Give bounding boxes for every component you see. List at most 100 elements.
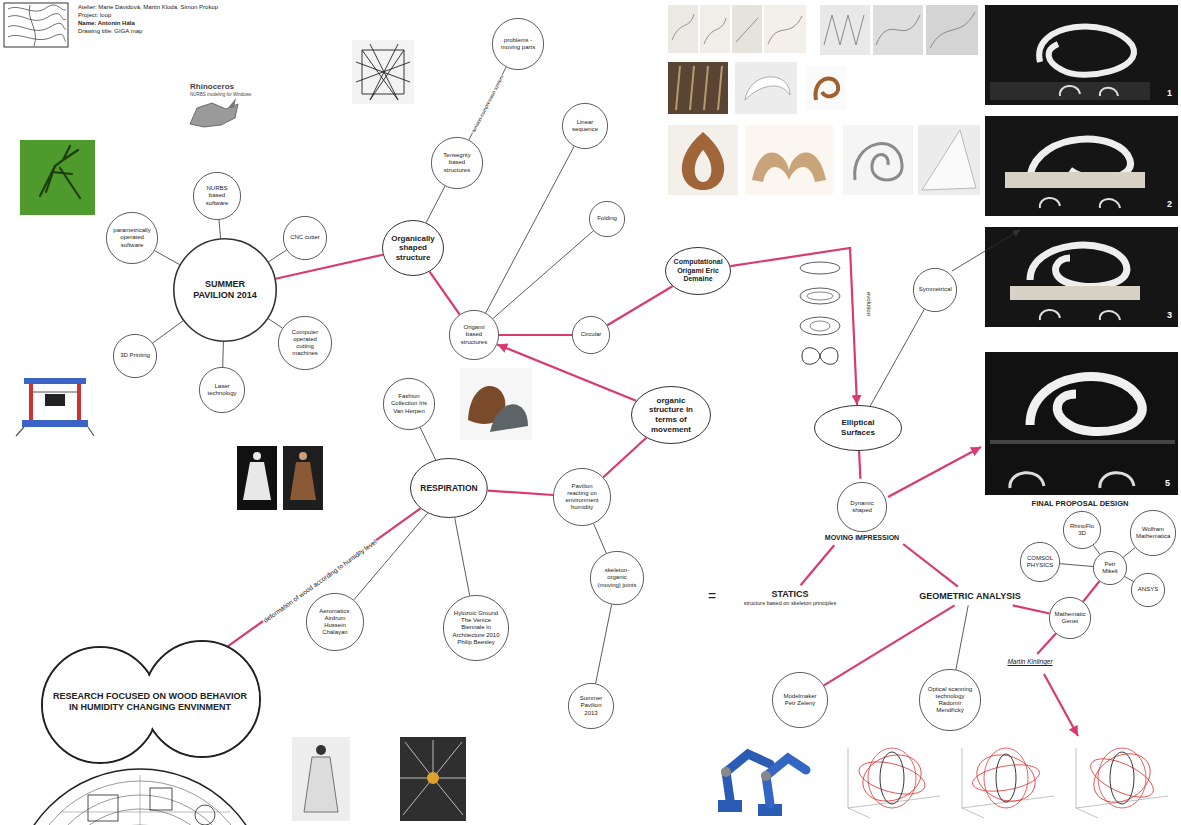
ellipse-sketch	[807, 292, 833, 300]
model-base	[1005, 172, 1145, 188]
model-head	[299, 452, 307, 460]
bubble-ellipse	[1131, 573, 1164, 606]
wood-section	[12, 769, 268, 825]
bubble-ellipse	[383, 378, 434, 429]
ellipse-sketch	[800, 317, 840, 335]
node-text: Tensegrity based structures	[438, 152, 476, 174]
node-text: RhinoFlo 3D	[1068, 523, 1096, 537]
connector	[354, 513, 428, 600]
connector	[801, 545, 835, 585]
bubble-node: Modelmaker Petr Zelený	[772, 672, 828, 728]
callout-number: 2	[1167, 199, 1172, 209]
connector	[607, 286, 672, 325]
bubble-ellipse	[1020, 542, 1059, 581]
logo-contours	[8, 5, 66, 46]
node-text: Petr Mikeš	[1097, 561, 1122, 575]
bubble-ellipse	[113, 334, 156, 377]
bubble-ellipse	[589, 201, 624, 236]
bubble-ellipse	[492, 18, 543, 69]
connector	[870, 309, 924, 406]
connector	[903, 544, 958, 587]
wireframe-curve	[1098, 748, 1146, 808]
robot-joint	[721, 767, 731, 777]
connector	[859, 451, 860, 479]
model-dress	[290, 462, 316, 500]
node-text: Laser technology	[205, 383, 239, 397]
ellipse-sketch	[800, 288, 840, 304]
bubble-node: Computer operated cutting machines	[278, 316, 332, 370]
wireframe-curve	[996, 754, 1016, 802]
connector	[730, 248, 857, 405]
callout-number: 1	[1167, 88, 1172, 98]
bubble-ellipse	[283, 216, 326, 259]
node-text: CNC cutter	[289, 234, 322, 241]
robot-joint	[761, 771, 771, 781]
wooden-slats	[676, 66, 722, 110]
header-text: Drawing title: GIGA map	[78, 28, 142, 35]
node-text: COMSOL PHYSICS	[1025, 555, 1055, 569]
annotation: evolution	[865, 292, 872, 316]
node-text: SUMMER PAVILION 2014	[187, 279, 264, 301]
bubble-ellipse	[572, 316, 609, 353]
callout-number: 5	[1165, 478, 1170, 488]
logo-subtext: NURBS modeling for Windows	[190, 92, 251, 97]
reference-photo	[918, 125, 980, 195]
bubble-ellipse	[1049, 597, 1090, 638]
node-text: Modelmaker Petr Zelený	[779, 693, 820, 707]
wireframe-curve	[970, 747, 1041, 809]
connector	[268, 319, 282, 328]
bubble-ellipse	[919, 669, 980, 730]
sample-cut	[150, 788, 172, 810]
node-text: Computational Origami Eric Demaine	[674, 258, 723, 283]
wireframe-curve	[856, 747, 927, 809]
folded-sheet	[922, 130, 976, 190]
connector	[594, 524, 607, 554]
node-text: problems - moving parts	[499, 37, 537, 51]
wireframe-curve	[856, 756, 929, 801]
bubble-node: Mathematic Genet	[1049, 597, 1091, 639]
sample-cut	[88, 795, 118, 821]
bubble-ellipse	[411, 459, 488, 518]
bubble-node: SUMMER PAVILION 2014	[173, 238, 277, 342]
node-text: Mathematic Genet	[1054, 611, 1085, 625]
leader-arrow	[1044, 674, 1078, 736]
callout-number: 3	[1167, 310, 1172, 320]
section-axis	[60, 775, 230, 825]
bubble-node: Wolfram Mathematica	[1130, 510, 1176, 556]
node-text: Fashion Collection Iris Van Herpen	[390, 393, 428, 415]
connector	[222, 342, 224, 367]
equals-sign: =	[708, 588, 716, 604]
bubble-node: Organically shaped structure	[382, 220, 444, 276]
bubble-node: Computational Origami Eric Demaine	[665, 247, 731, 295]
mini-model	[1040, 198, 1120, 208]
model-photo	[985, 5, 1178, 105]
bubble-ellipse	[1093, 551, 1126, 584]
text-node: GEOMETRIC ANALYSIS	[918, 591, 1021, 602]
node-text: Summer Pavilion 2013	[574, 695, 608, 717]
node-text: RESPIRATION	[420, 483, 478, 493]
node-text: skeleton-organic (moving) joints	[597, 567, 637, 589]
printer-base	[22, 420, 88, 427]
bubble-node: Laser technology	[199, 367, 245, 413]
reference-photo	[843, 125, 913, 195]
reference-photo	[745, 125, 833, 195]
chalayan-photo	[292, 737, 350, 821]
model-base	[1010, 286, 1140, 300]
bubble-node: RhinoFlo 3D	[1063, 511, 1101, 549]
leader-arrow	[888, 447, 981, 497]
leader-arrow	[952, 230, 1020, 271]
model-photo	[985, 227, 1178, 327]
model-head	[253, 452, 261, 460]
beesley-photo	[400, 737, 466, 821]
bubble-node: Circular	[572, 316, 610, 354]
bubble-node: parametrically operated software	[106, 212, 158, 264]
node-text: ANSYS	[1135, 586, 1160, 593]
logo-text: Rhinoceros	[190, 82, 234, 91]
bubble-node: organic structure in terms of movement	[631, 386, 711, 444]
connector	[1125, 577, 1134, 582]
bubble-node: Symmetrical	[913, 268, 957, 312]
model-dress	[304, 757, 338, 812]
node-text: Organically shaped structure	[390, 234, 436, 263]
reference-photo	[735, 62, 797, 114]
